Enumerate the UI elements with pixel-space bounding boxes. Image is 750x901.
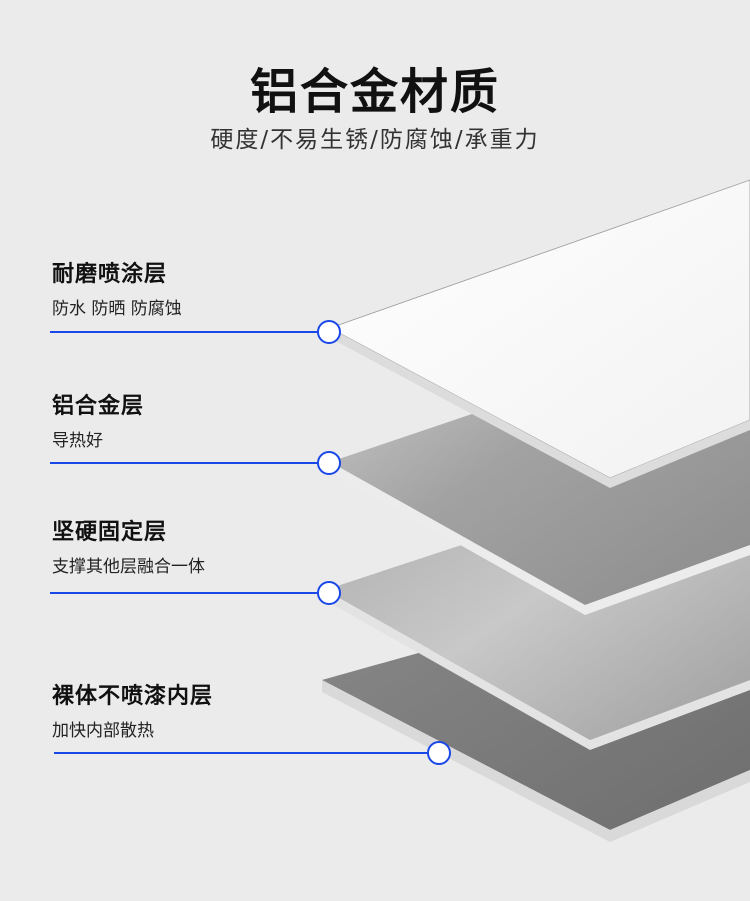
callout-dot bbox=[317, 320, 341, 344]
layer-title: 铝合金层 bbox=[52, 394, 145, 419]
page-title: 铝合金材质 bbox=[249, 64, 500, 120]
layer-desc: 支撑其他层融合一体 bbox=[52, 557, 205, 577]
callout-line bbox=[50, 592, 320, 594]
page-subtitle: 硬度/不易生锈/防腐蚀/承重力 bbox=[210, 127, 540, 153]
plate-coating-layer bbox=[329, 179, 750, 488]
layer-label-fixed: 坚硬固定层 支撑其他层融合一体 bbox=[52, 514, 205, 577]
layer-label-inner: 裸体不喷漆内层 加快内部散热 bbox=[52, 678, 213, 741]
layer-label-aluminum: 铝合金层 导热好 bbox=[52, 388, 144, 451]
layer-desc: 防水 防晒 防腐蚀 bbox=[52, 299, 182, 319]
callout-dot bbox=[317, 581, 341, 605]
callout-dot bbox=[317, 451, 341, 475]
layer-label-coating: 耐磨喷涂层 防水 防晒 防腐蚀 bbox=[52, 256, 182, 319]
layer-title: 耐磨喷涂层 bbox=[52, 262, 168, 287]
callout-line bbox=[50, 331, 320, 333]
callout-dot bbox=[427, 741, 451, 765]
layer-desc: 加快内部散热 bbox=[52, 721, 154, 741]
callout-line bbox=[50, 462, 320, 464]
layer-desc: 导热好 bbox=[52, 431, 103, 451]
layer-title: 裸体不喷漆内层 bbox=[52, 684, 214, 709]
callout-line bbox=[54, 752, 432, 754]
layer-title: 坚硬固定层 bbox=[52, 520, 168, 545]
